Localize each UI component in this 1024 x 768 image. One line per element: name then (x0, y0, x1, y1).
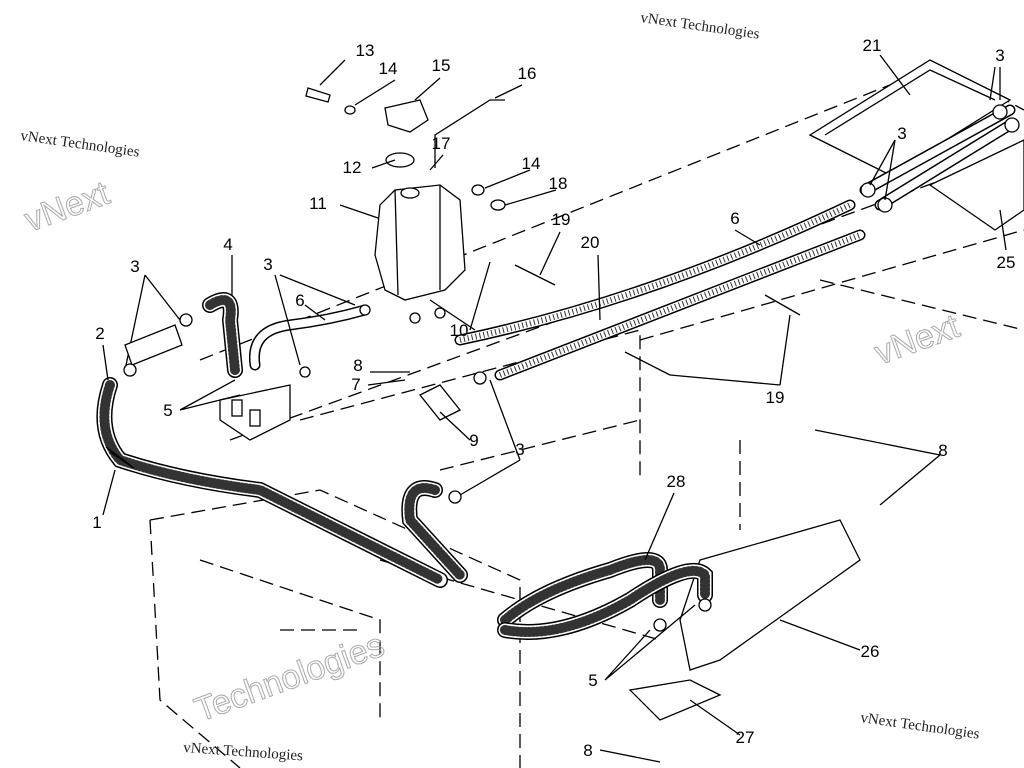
brackets (219, 384, 861, 721)
hoses (96, 199, 866, 640)
callout-21: 21 (863, 36, 882, 55)
callout-20: 20 (581, 233, 600, 252)
callout-2: 2 (95, 324, 104, 343)
callout-8: 8 (583, 741, 592, 760)
callout-3: 3 (263, 255, 272, 274)
callout-28: 28 (667, 472, 686, 491)
callout-5: 5 (163, 401, 172, 420)
watermark-logo: vNext (20, 174, 115, 240)
callout-18: 18 (549, 174, 568, 193)
callout-19: 19 (766, 388, 785, 407)
watermark-logo: Technologies (190, 626, 390, 730)
callout-17: 17 (432, 134, 451, 153)
callout-25: 25 (997, 253, 1016, 272)
callout-26: 26 (861, 642, 880, 661)
callout-14: 14 (522, 154, 541, 173)
callout-10: 10 (450, 321, 469, 340)
callout-5: 5 (588, 671, 597, 690)
watermark-text: vNext Technologies (183, 740, 304, 764)
callout-19: 19 (552, 210, 571, 229)
callout-1: 1 (92, 513, 101, 532)
callout-7: 7 (351, 375, 360, 394)
callout-15: 15 (432, 56, 451, 75)
leader-lines (102, 54, 1007, 763)
callout-27: 27 (736, 728, 755, 747)
callout-9: 9 (469, 431, 478, 450)
callout-3: 3 (995, 46, 1004, 65)
callout-6: 6 (295, 291, 304, 310)
callout-13: 13 (356, 41, 375, 60)
callout-3: 3 (515, 440, 524, 459)
callout-8: 8 (938, 441, 947, 460)
watermark-text: vNext Technologies (859, 710, 980, 743)
callout-11: 11 (309, 194, 327, 213)
callout-16: 16 (518, 64, 537, 83)
callout-4: 4 (223, 235, 232, 254)
callout-3: 3 (130, 257, 139, 276)
watermark-text: vNext Technologies (19, 128, 140, 161)
callout-6: 6 (730, 209, 739, 228)
callout-12: 12 (343, 158, 362, 177)
callout-3: 3 (897, 124, 906, 143)
watermark-text: vNext Technologies (639, 10, 760, 43)
callout-8: 8 (353, 356, 362, 375)
watermark-logo: vNext (870, 307, 965, 373)
coolant-bottle (305, 87, 506, 301)
callout-14: 14 (379, 59, 398, 78)
